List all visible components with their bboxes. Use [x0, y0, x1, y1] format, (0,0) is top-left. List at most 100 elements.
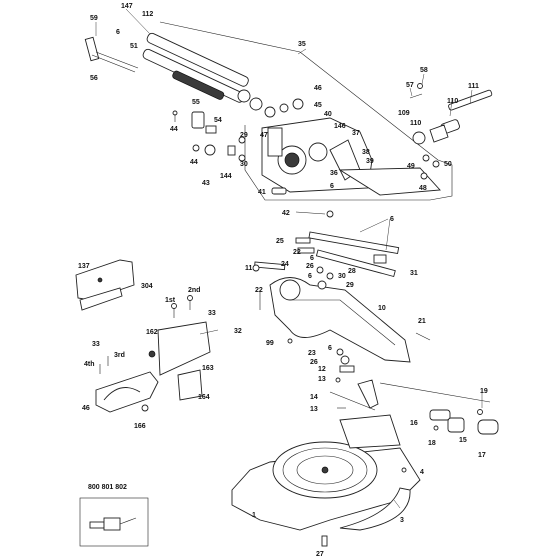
- part-label: 3: [400, 517, 404, 524]
- part-label: 31: [410, 270, 418, 277]
- part-label: 109: [398, 110, 410, 117]
- part-label: 162: [146, 329, 158, 336]
- part-label: 43: [202, 180, 210, 187]
- part-label: 45: [314, 102, 322, 109]
- bevel-lock-parts: [329, 379, 499, 435]
- part-label: 10: [378, 305, 386, 312]
- part-label: 30: [240, 161, 248, 168]
- base-turntable: [231, 414, 421, 547]
- part-label: 57: [406, 82, 414, 89]
- part-label: 6: [308, 273, 312, 280]
- motor-housing: [261, 98, 441, 196]
- part-label: 26: [310, 359, 318, 366]
- part-label: 1: [252, 512, 256, 519]
- part-label: 54: [214, 117, 222, 124]
- part-label: 4: [420, 469, 424, 476]
- saw-arm-housing: [252, 261, 411, 363]
- part-label: 2nd: [188, 287, 200, 294]
- part-label: 46: [314, 85, 322, 92]
- part-label: 164: [198, 394, 210, 401]
- part-label: 23: [308, 350, 316, 357]
- fence-screws: [171, 295, 193, 318]
- part-label: 21: [418, 318, 426, 325]
- part-label: 22: [293, 249, 301, 256]
- part-label: 304: [141, 283, 153, 290]
- part-label: 59: [90, 15, 98, 22]
- right-fence-assembly: [95, 321, 211, 413]
- part-label: 16: [410, 420, 418, 427]
- part-label: 47: [260, 132, 268, 139]
- part-label: 166: [134, 423, 146, 430]
- part-label: 50: [444, 161, 452, 168]
- part-label: 146: [334, 123, 346, 130]
- part-label: 35: [298, 41, 306, 48]
- part-label: 6: [390, 216, 394, 223]
- part-label: 137: [78, 263, 90, 270]
- part-label: 25: [276, 238, 284, 245]
- rail-bars: [84, 32, 263, 111]
- part-label: 41: [258, 189, 266, 196]
- part-label: 18: [428, 440, 436, 447]
- part-label: 33: [208, 310, 216, 317]
- part-label: 49: [407, 163, 415, 170]
- part-label: 3rd: [114, 352, 125, 359]
- part-label: 39: [366, 158, 374, 165]
- part-label: 1st: [165, 297, 176, 304]
- part-label: 33: [92, 341, 100, 348]
- part-label: 51: [130, 43, 138, 50]
- part-label: 163: [202, 365, 214, 372]
- part-label: 38: [362, 149, 370, 156]
- part-label: 800 801 802: [88, 484, 127, 491]
- part-label: 37: [352, 130, 360, 137]
- part-label: 112: [142, 11, 153, 18]
- part-label: 110: [410, 120, 421, 127]
- part-label: 40: [324, 111, 332, 118]
- part-label: 26: [306, 263, 314, 270]
- part-label: 6: [330, 183, 334, 190]
- part-label: 6: [310, 255, 314, 262]
- part-label: 147: [121, 3, 133, 10]
- part-label: 6: [328, 345, 332, 352]
- part-label: 27: [316, 551, 324, 558]
- part-label: 4th: [84, 361, 95, 368]
- part-label: 144: [220, 173, 232, 180]
- part-label: 111: [468, 83, 479, 90]
- part-label: 44: [190, 159, 198, 166]
- part-label: 99: [266, 340, 274, 347]
- part-number-labels: 147 112 59 6 51 35 56 58 57 111 110 55 4…: [78, 3, 488, 558]
- part-label: 15: [459, 437, 467, 444]
- part-label: 29: [346, 282, 354, 289]
- part-label: 44: [170, 126, 178, 133]
- part-label: 55: [192, 99, 200, 106]
- part-label: 12: [318, 366, 326, 373]
- hardware-clusters: [287, 266, 431, 409]
- part-label: 11: [245, 265, 253, 272]
- part-label: 13: [318, 376, 326, 383]
- part-label: 32: [234, 328, 242, 335]
- part-label: 56: [90, 75, 98, 82]
- leader-lines: [95, 8, 483, 509]
- part-label: 48: [419, 185, 427, 192]
- tool-kit-parts: [79, 497, 149, 547]
- part-label: 46: [82, 405, 90, 412]
- part-label: 13: [310, 406, 318, 413]
- bevel-bracket-parts: [271, 187, 400, 278]
- handle-parts: [172, 110, 246, 162]
- part-label: 17: [478, 452, 486, 459]
- part-label: 30: [338, 273, 346, 280]
- part-label: 22: [255, 287, 263, 294]
- part-label: 29: [240, 132, 248, 139]
- part-label: 58: [420, 67, 428, 74]
- part-label: 42: [282, 210, 290, 217]
- pivot-shaft-parts: [409, 83, 493, 180]
- part-label: 110: [447, 98, 458, 105]
- left-fence-assembly: [75, 259, 135, 311]
- upper-assembly-outline: [159, 21, 453, 201]
- part-label: 6: [116, 29, 120, 36]
- part-label: 28: [348, 268, 356, 275]
- part-label: 19: [480, 388, 488, 395]
- part-label: 36: [330, 170, 338, 177]
- part-label: 24: [281, 261, 289, 268]
- part-label: 14: [310, 394, 318, 401]
